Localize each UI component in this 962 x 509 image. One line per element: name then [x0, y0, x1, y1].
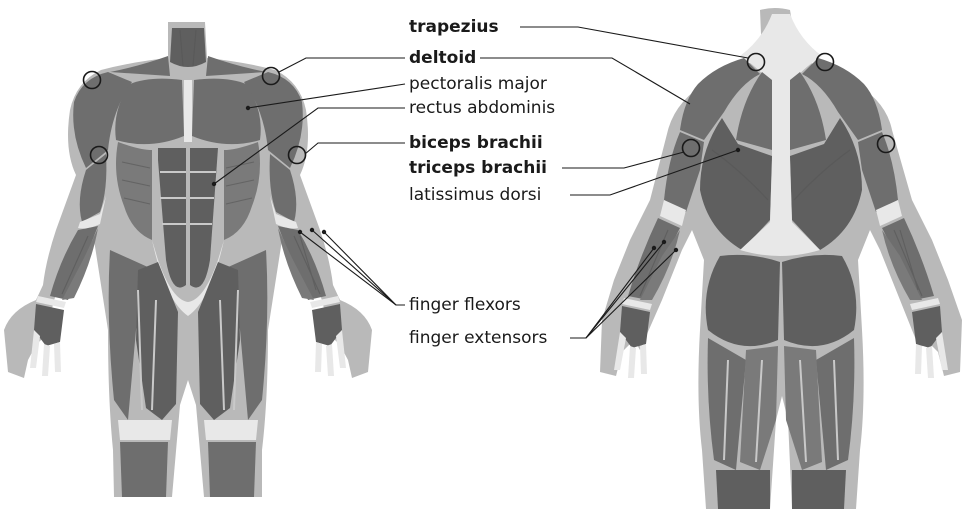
label-biceps-brachii: biceps brachii	[409, 133, 543, 153]
label-deltoid: deltoid	[409, 48, 476, 68]
label-trapezius: trapezius	[409, 17, 499, 37]
label-rectus-abdominis: rectus abdominis	[409, 98, 555, 118]
label-finger-extensors: finger extensors	[409, 328, 547, 348]
label-latissimus-dorsi: latissimus dorsi	[409, 185, 541, 205]
front-body-figure	[4, 22, 372, 497]
label-pectoralis-major: pectoralis major	[409, 74, 547, 94]
label-triceps-brachii: triceps brachii	[409, 158, 547, 178]
label-finger-flexors: finger flexors	[409, 295, 521, 315]
